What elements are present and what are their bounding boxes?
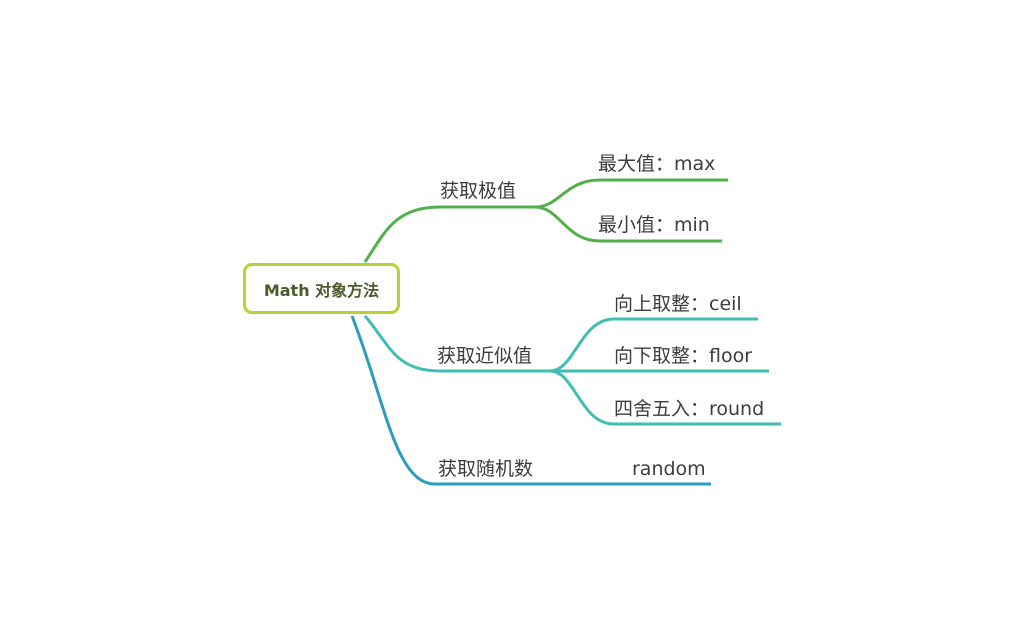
root-label: Math 对象方法 — [263, 280, 380, 300]
branch-3-label[interactable]: 获取随机数 — [438, 458, 534, 480]
branch-2-child-2-label[interactable]: 向下取整：floor — [614, 345, 753, 367]
link-branch-1-child-1 — [534, 178, 728, 209]
link-root-branch-1 — [363, 205, 535, 263]
branch-3-child-1-label[interactable]: random — [632, 458, 706, 480]
link-branch-2-child-3 — [549, 369, 781, 426]
link-root-branch-2 — [363, 315, 550, 373]
link-branch-2-child-1 — [549, 317, 758, 373]
branch-2-child-1-label[interactable]: 向上取整：ceil — [614, 293, 742, 315]
link-root-branch-3 — [350, 315, 711, 486]
branch-2-label[interactable]: 获取近似值 — [437, 345, 533, 367]
branch-1-label[interactable]: 获取极值 — [440, 180, 517, 202]
root-node[interactable]: Math 对象方法 — [243, 263, 400, 314]
branch-1-child-2-label[interactable]: 最小值：min — [598, 214, 710, 236]
branch-1-child-1-label[interactable]: 最大值：max — [598, 153, 716, 175]
link-branch-1-child-2 — [534, 205, 722, 243]
branch-2-child-3-label[interactable]: 四舍五入：round — [614, 398, 765, 420]
